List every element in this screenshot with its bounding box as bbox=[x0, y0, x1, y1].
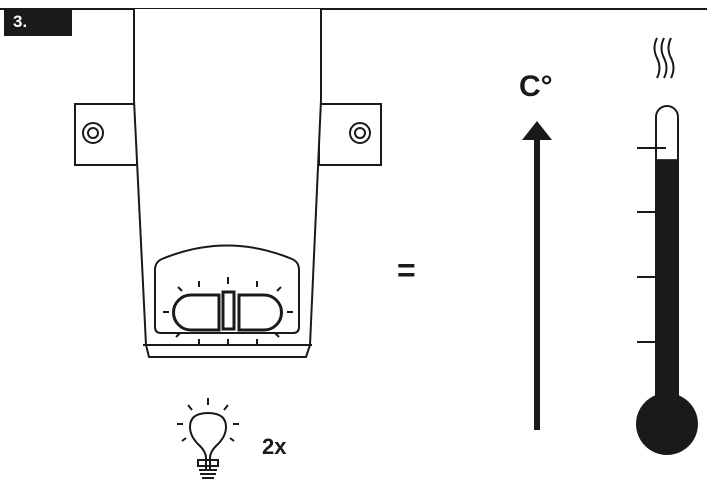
thermometer-fill bbox=[656, 159, 678, 398]
equals-sign: = bbox=[397, 252, 416, 288]
bracket-screw-icon bbox=[82, 122, 104, 144]
step-number-badge: 3. bbox=[4, 8, 72, 36]
left-bracket bbox=[74, 103, 138, 166]
temperature-unit-label: C° bbox=[519, 70, 553, 103]
up-arrow-icon bbox=[522, 121, 552, 430]
light-bulb-icon bbox=[177, 398, 239, 479]
bracket-screw-icon bbox=[349, 122, 371, 144]
heat-waves-icon bbox=[653, 37, 675, 79]
lit-indicator-lamps bbox=[163, 277, 293, 345]
thermometer-icon bbox=[636, 105, 698, 455]
bulb-count-label: 2x bbox=[262, 434, 287, 459]
